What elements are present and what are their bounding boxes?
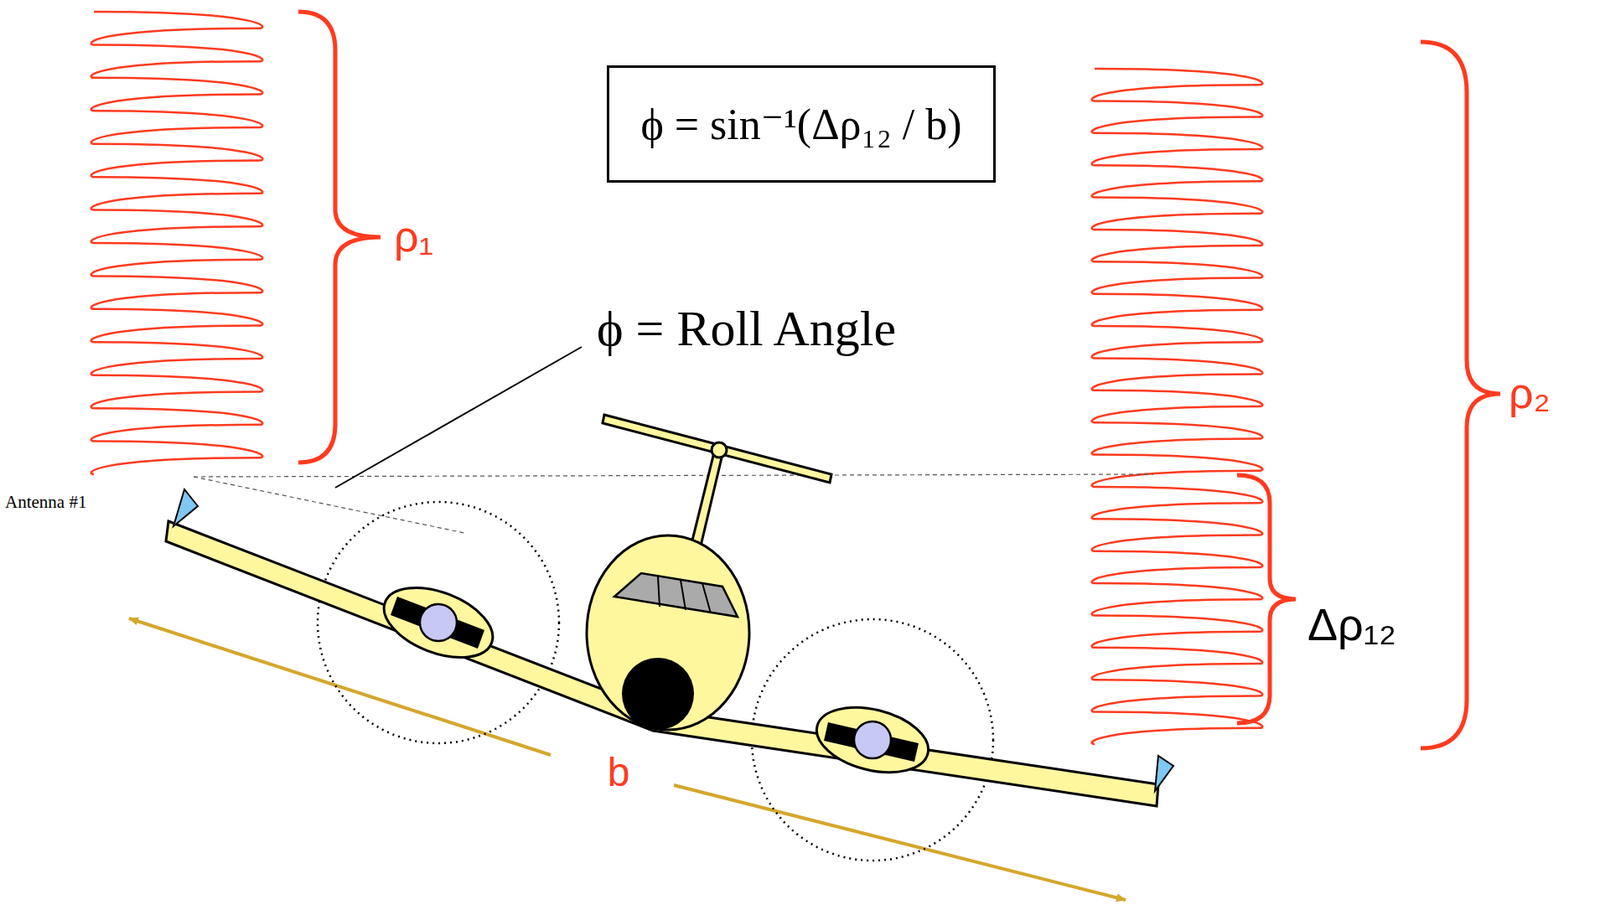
antenna-label: Antenna #1	[5, 492, 87, 513]
formula-text: ϕ = sin⁻¹(Δρ₁₂ / b)	[640, 98, 962, 150]
reference-line	[193, 474, 1154, 534]
antenna	[173, 489, 1174, 792]
distance-label: Δρ₁₂	[1307, 600, 1397, 650]
fuselage	[586, 535, 750, 731]
annotation: ϕ = Roll Angle	[596, 300, 896, 357]
distance-label: ρ₁	[393, 212, 434, 261]
signal-wave	[91, 11, 1264, 745]
wing	[165, 521, 1159, 807]
signal-wave	[1092, 68, 1264, 745]
distance-label: ρ₂	[1508, 369, 1551, 418]
tail	[602, 414, 832, 554]
propeller-disc	[317, 502, 994, 861]
leader-line	[335, 346, 582, 488]
signal-wave	[91, 11, 264, 475]
brace	[298, 11, 1501, 749]
dimension-label: b	[607, 750, 631, 796]
formula-box: ϕ = sin⁻¹(Δρ₁₂ / b)	[606, 65, 996, 183]
